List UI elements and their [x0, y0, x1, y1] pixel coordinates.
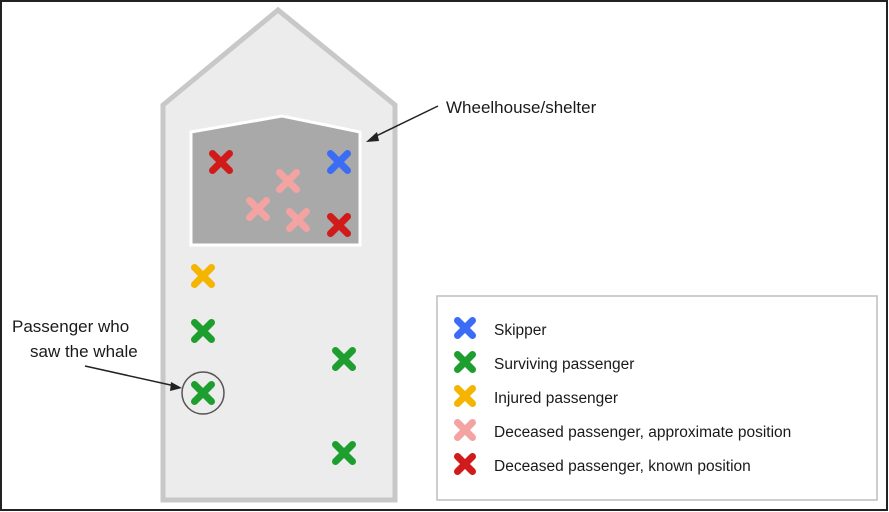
- wheelhouse-callout-label: Wheelhouse/shelter: [446, 98, 597, 117]
- skipper-marker: [327, 150, 351, 174]
- legend-label-surviving: Surviving passenger: [494, 356, 634, 373]
- deceased-known-marker: [327, 213, 351, 237]
- witness-highlight-circle: [181, 371, 225, 415]
- wheelhouse-callout-arrowhead: [366, 132, 379, 142]
- injured-marker: [191, 264, 215, 288]
- legend-injured-icon: [454, 385, 476, 407]
- boat-hull: [160, 6, 398, 503]
- witness-callout-label-line2: saw the whale: [30, 342, 138, 361]
- witness-callout-label-line1: Passenger who: [12, 317, 129, 336]
- legend-label-deceased-known: Deceased passenger, known position: [494, 458, 751, 475]
- wheelhouse-callout-line: [371, 105, 439, 139]
- deceased-approx-marker: [286, 208, 310, 232]
- legend-skipper-icon: [454, 317, 476, 339]
- deceased-known-marker: [209, 150, 233, 174]
- legend-label-skipper: Skipper: [494, 322, 547, 339]
- surviving-marker: [332, 441, 356, 465]
- deceased-approx-marker: [276, 169, 300, 193]
- surviving-marker: [332, 347, 356, 371]
- legend-deceased-known-icon: [454, 453, 476, 475]
- wheelhouse-shelter: [189, 114, 362, 247]
- witness-callout-line: [84, 365, 176, 387]
- legend-label-deceased-approx: Deceased passenger, approximate position: [494, 424, 791, 441]
- legend: Skipper Surviving passenger Injured pass…: [436, 295, 878, 501]
- deceased-approx-marker: [246, 197, 270, 221]
- surviving-marker: [191, 381, 215, 405]
- legend-deceased-approx-icon: [454, 419, 476, 441]
- witness-callout-arrowhead: [170, 382, 182, 391]
- legend-surviving-icon: [454, 351, 476, 373]
- legend-box: [436, 295, 878, 501]
- surviving-marker: [191, 319, 215, 343]
- legend-label-injured: Injured passenger: [494, 390, 618, 407]
